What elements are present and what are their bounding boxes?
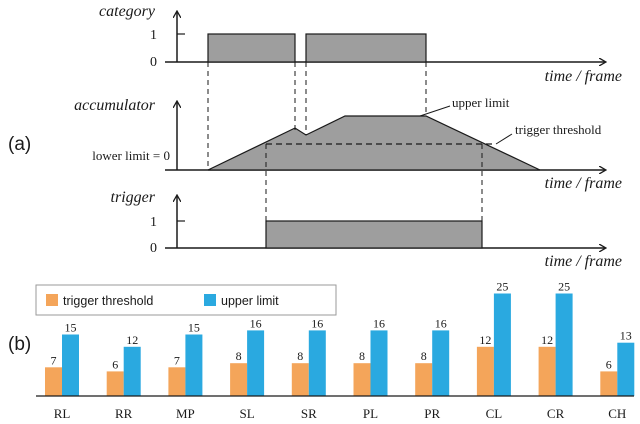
- category-label-mp: MP: [176, 406, 195, 421]
- category-label-rl: RL: [54, 406, 71, 421]
- accumulator-x-label: time / frame: [545, 175, 622, 192]
- category-label-pr: PR: [424, 406, 440, 421]
- trigger-plot: trigger 1 0 time / frame: [111, 189, 622, 270]
- bar-upper-limit-mp: [185, 334, 203, 396]
- category-label-pl: PL: [363, 406, 378, 421]
- category-label-sr: SR: [301, 406, 317, 421]
- trigger-title: trigger: [111, 189, 156, 206]
- bar-trigger-threshold-sr: [291, 363, 309, 396]
- legend-label-upper-limit: upper limit: [221, 294, 279, 308]
- category-plot: category 1 0 time / frame: [99, 3, 622, 85]
- trigger-pulse: [265, 220, 483, 249]
- data-label-trigger-threshold-pr: 8: [421, 349, 427, 363]
- bar-upper-limit-cl: [493, 293, 511, 396]
- category-x-label: time / frame: [545, 68, 622, 85]
- data-label-upper-limit-sr: 16: [311, 316, 323, 330]
- data-label-upper-limit-cl: 25: [496, 280, 508, 294]
- trigger-threshold-label: trigger threshold: [515, 122, 602, 137]
- data-label-trigger-threshold-mp: 7: [174, 353, 180, 367]
- accumulator-area: [207, 115, 541, 171]
- trigger-threshold-leader: [495, 133, 513, 145]
- data-label-trigger-threshold-cl: 12: [479, 333, 491, 347]
- bar-trigger-threshold-mp: [168, 367, 186, 396]
- category-label-rr: RR: [115, 406, 133, 421]
- upper-limit-leader: [419, 105, 451, 117]
- data-label-upper-limit-pl: 16: [373, 316, 385, 330]
- bar-upper-limit-cr: [555, 293, 573, 396]
- bar-upper-limit-ch: [617, 342, 635, 396]
- legend-label-trigger-threshold: trigger threshold: [63, 294, 153, 308]
- bar-upper-limit-rl: [62, 334, 79, 396]
- data-label-upper-limit-pr: 16: [435, 316, 447, 330]
- category-title: category: [99, 3, 156, 20]
- data-label-trigger-threshold-sl: 8: [236, 349, 242, 363]
- data-label-trigger-threshold-rr: 6: [112, 357, 118, 371]
- bar-trigger-threshold-ch: [600, 371, 618, 396]
- category-label-sl: SL: [240, 406, 255, 421]
- bar-upper-limit-rr: [123, 346, 141, 396]
- bar-trigger-threshold-rl: [45, 367, 62, 396]
- lower-limit-label: lower limit = 0: [92, 148, 170, 163]
- data-label-trigger-threshold-ch: 6: [606, 357, 612, 371]
- category-label-ch: CH: [608, 406, 626, 421]
- panel-b-label: (b): [8, 334, 31, 355]
- upper-limit-label: upper limit: [452, 95, 510, 110]
- trigger-x-label: time / frame: [545, 253, 622, 270]
- guide-lines: [207, 62, 483, 221]
- accumulator-title: accumulator: [74, 97, 156, 114]
- data-label-trigger-threshold-sr: 8: [297, 349, 303, 363]
- bar-upper-limit-pr: [432, 330, 450, 396]
- legend-box: [35, 284, 337, 316]
- bar-upper-limit-sr: [308, 330, 326, 396]
- data-label-upper-limit-cr: 25: [558, 280, 570, 294]
- category-label-cr: CR: [547, 406, 565, 421]
- legend: trigger threshold upper limit: [35, 284, 337, 316]
- accumulator-plot: accumulator upper limit trigger threshol…: [74, 95, 622, 192]
- panel-a-label: (a): [8, 134, 31, 155]
- legend-swatch-trigger-threshold: [46, 294, 58, 306]
- category-tick-0: 0: [150, 55, 157, 70]
- bar-trigger-threshold-rr: [106, 371, 124, 396]
- data-label-upper-limit-ch: 13: [620, 329, 632, 343]
- category-pulse-2: [305, 33, 427, 63]
- data-label-upper-limit-rr: 12: [126, 333, 138, 347]
- bar-trigger-threshold-pl: [353, 363, 371, 396]
- bar-trigger-threshold-pr: [415, 363, 433, 396]
- bar-trigger-threshold-cr: [538, 346, 556, 396]
- category-pulse-1: [207, 33, 296, 63]
- data-label-trigger-threshold-rl: 7: [51, 353, 57, 367]
- data-label-trigger-threshold-cr: 12: [541, 333, 553, 347]
- trigger-tick-1: 1: [150, 215, 157, 230]
- bar-trigger-threshold-cl: [476, 346, 494, 396]
- category-label-cl: CL: [486, 406, 503, 421]
- data-label-trigger-threshold-pl: 8: [359, 349, 365, 363]
- trigger-tick-0: 0: [150, 241, 157, 256]
- bar-upper-limit-sl: [247, 330, 265, 396]
- data-label-upper-limit-sl: 16: [250, 316, 262, 330]
- category-tick-1: 1: [150, 28, 157, 43]
- data-label-upper-limit-mp: 15: [188, 321, 200, 335]
- bar-upper-limit-pl: [370, 330, 388, 396]
- legend-swatch-upper-limit: [204, 294, 216, 306]
- data-label-upper-limit-rl: 15: [65, 321, 77, 335]
- bar-trigger-threshold-sl: [230, 363, 248, 396]
